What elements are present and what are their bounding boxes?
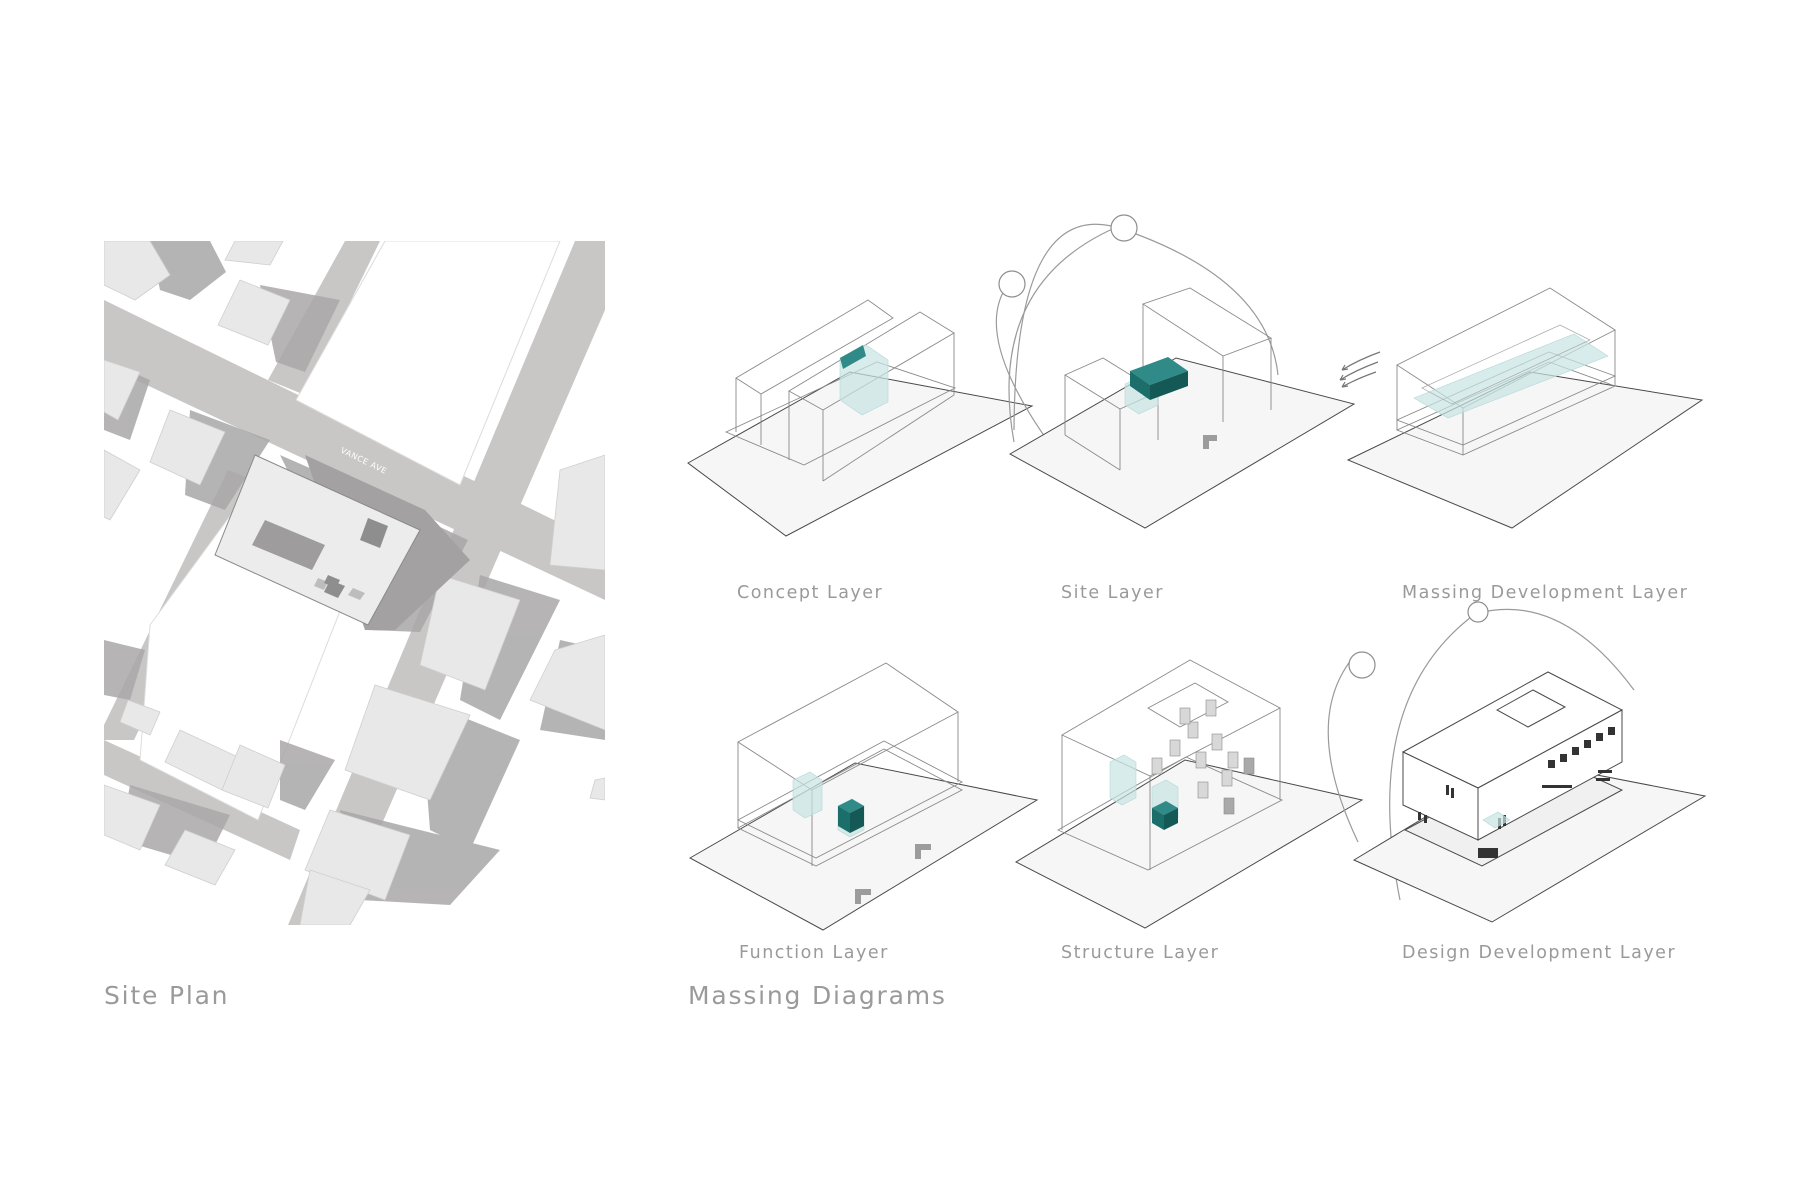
north-arrow-icon <box>1203 435 1217 449</box>
project-building <box>214 454 470 630</box>
sun-position-icon <box>1110 214 1138 242</box>
function-layer-diagram <box>688 662 1039 931</box>
structure-layer-caption: Structure Layer <box>1061 943 1219 963</box>
massing-development-layer-diagram <box>1346 287 1704 529</box>
site-layer-diagram <box>995 214 1356 529</box>
sun-position-icon <box>1348 651 1376 679</box>
sun-position-icon <box>1467 601 1489 623</box>
site-layer-caption: Site Layer <box>1061 583 1164 603</box>
structure-layer-diagram <box>1014 659 1364 929</box>
design-development-layer-diagram <box>1327 601 1707 923</box>
wind-arrows-icon <box>1339 351 1381 388</box>
structure-columns <box>1151 699 1255 815</box>
massing-development-layer-caption: Massing Development Layer <box>1402 583 1688 603</box>
concept-layer-caption: Concept Layer <box>737 583 883 603</box>
design-development-layer-caption: Design Development Layer <box>1402 943 1676 963</box>
massing-diagrams-title: Massing Diagrams <box>688 981 947 1010</box>
site-plan: VANCE AVE MULBERRY ST S 2ND ST <box>104 241 605 925</box>
surrounding-buildings <box>104 241 605 925</box>
block-north-east <box>295 241 561 486</box>
site-plan-title: Site Plan <box>104 981 229 1010</box>
road-south <box>104 740 300 860</box>
sun-position-icon <box>998 270 1026 298</box>
function-layer-caption: Function Layer <box>739 943 889 963</box>
north-arrow-icon <box>855 889 871 904</box>
north-arrow-icon <box>915 844 931 859</box>
window-openings <box>1418 727 1615 858</box>
concept-layer-diagram <box>687 299 1034 537</box>
